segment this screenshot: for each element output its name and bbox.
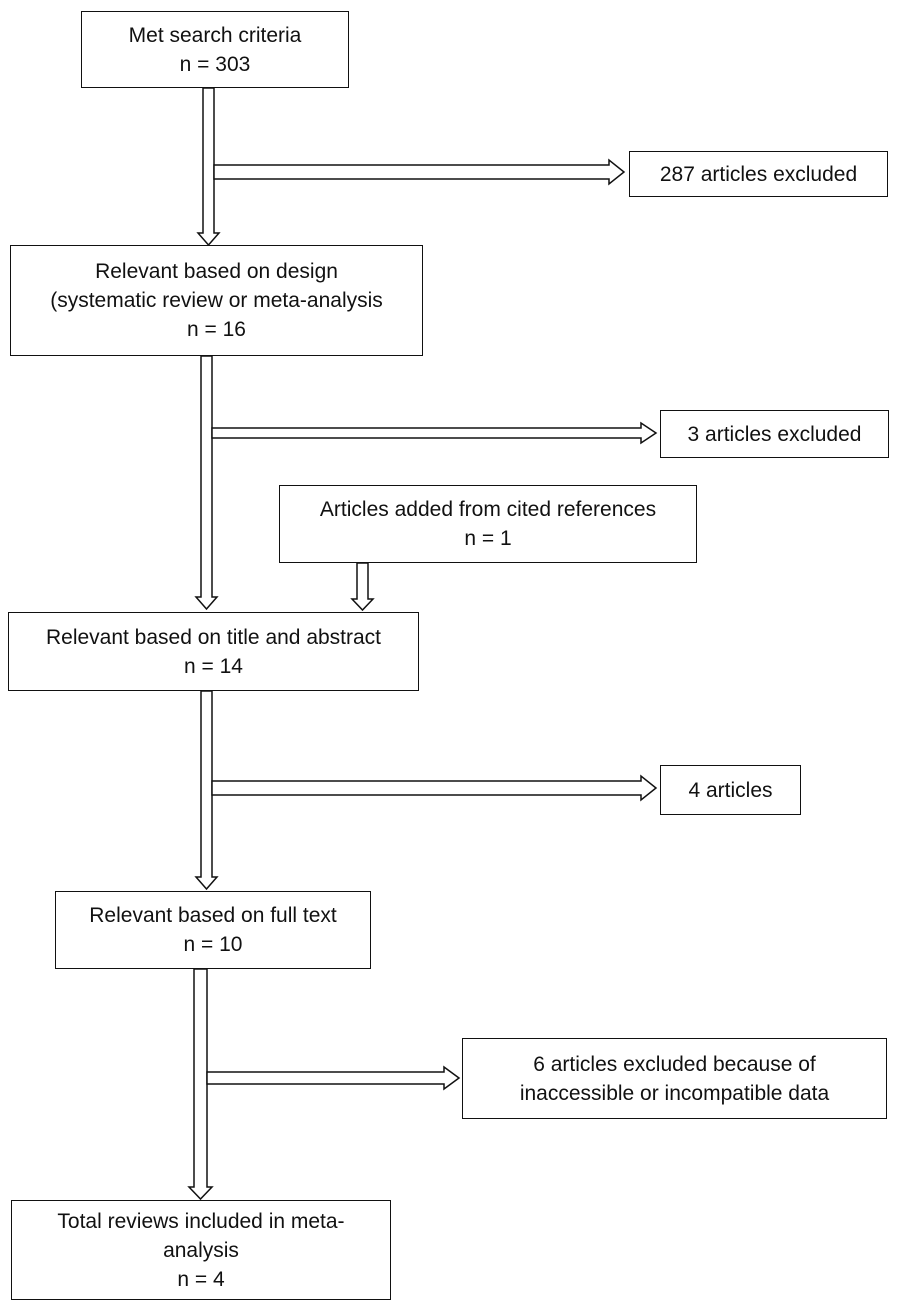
- arrow-fulltext-to-total: [187, 968, 214, 1201]
- arrow-design-to-title: [194, 355, 219, 611]
- relevant-title-abstract-box: Relevant based on title and abstract n =…: [8, 612, 419, 691]
- relevant-design-count: n = 16: [187, 318, 246, 341]
- articles-4-box: 4 articles: [660, 765, 801, 815]
- met-search-criteria-box: Met search criteria n = 303: [81, 11, 349, 88]
- met-search-criteria-count: n = 303: [179, 52, 251, 76]
- arrow-to-3-excluded: [211, 421, 658, 445]
- excluded-287-box: 287 articles excluded: [629, 151, 888, 197]
- relevant-design-detail: (systematic review or meta-analysis: [50, 289, 383, 312]
- arrow-to-6-excluded: [206, 1065, 461, 1091]
- arrow-cited-to-title: [350, 562, 375, 612]
- met-search-criteria-label: Met search criteria: [128, 23, 302, 47]
- relevant-title-abstract-count: n = 14: [184, 654, 243, 678]
- excluded-3-label: 3 articles excluded: [687, 422, 862, 446]
- excluded-6-reason: inaccessible or incompatible data: [519, 1081, 830, 1105]
- relevant-full-text-count: n = 10: [183, 933, 243, 956]
- excluded-6-box: 6 articles excluded because of inaccessi…: [462, 1038, 887, 1119]
- relevant-full-text-label: Relevant based on full text: [89, 904, 337, 927]
- total-included-label: Total reviews included in meta-: [57, 1209, 345, 1233]
- arrow-title-to-fulltext: [194, 690, 219, 891]
- relevant-design-label: Relevant based on design: [95, 260, 338, 283]
- total-included-count: n = 4: [177, 1267, 225, 1291]
- relevant-full-text-box: Relevant based on full text n = 10: [55, 891, 371, 969]
- relevant-design-box: Relevant based on design (systematic rev…: [10, 245, 423, 356]
- excluded-6-label: 6 articles excluded because of: [533, 1052, 816, 1076]
- cited-references-label: Articles added from cited references: [319, 498, 657, 521]
- arrow-search-to-design: [196, 87, 221, 247]
- total-included-box: Total reviews included in meta- analysis…: [11, 1200, 391, 1300]
- cited-references-box: Articles added from cited references n =…: [279, 485, 697, 563]
- excluded-3-box: 3 articles excluded: [660, 410, 889, 458]
- excluded-287-label: 287 articles excluded: [659, 162, 858, 186]
- articles-4-label: 4 articles: [688, 778, 773, 802]
- total-included-label-cont: analysis: [163, 1238, 239, 1262]
- cited-references-count: n = 1: [464, 527, 512, 550]
- arrow-to-287-excluded: [213, 158, 626, 186]
- arrow-to-4-articles: [211, 774, 658, 802]
- relevant-title-abstract-label: Relevant based on title and abstract: [45, 625, 382, 649]
